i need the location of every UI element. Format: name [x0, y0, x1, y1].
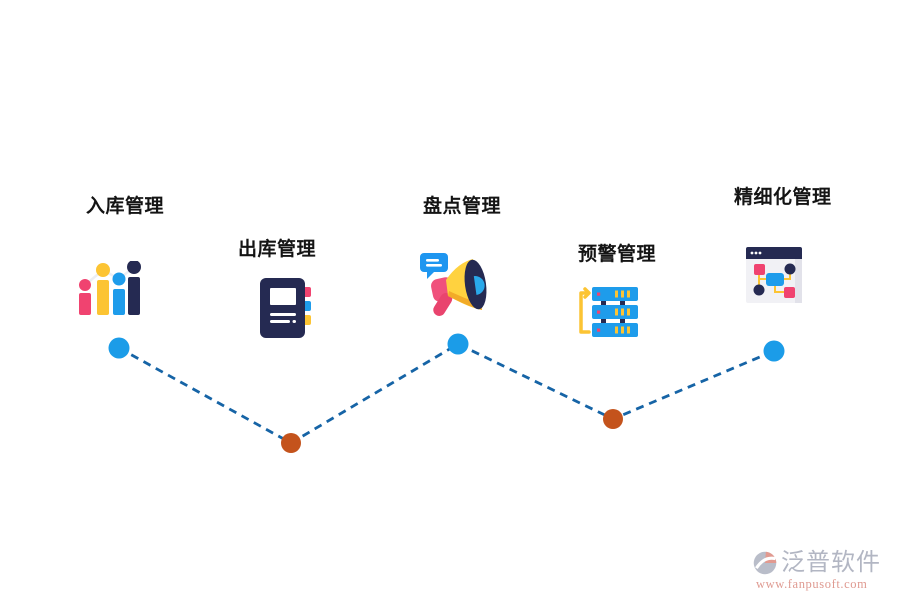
node-dot-5: [763, 340, 785, 362]
item-label-outbound: 出库管理: [238, 239, 317, 260]
dashed-connector-line: [118, 342, 775, 445]
bar-chart-icon: [79, 261, 141, 315]
watermark-url: www.fanpusoft.com: [756, 577, 868, 591]
item-label-inbound: 入库管理: [86, 196, 165, 217]
watermark-brand: 泛普软件: [781, 550, 881, 576]
flowchart-window-icon: [746, 247, 802, 303]
node-dot-4: [603, 409, 623, 429]
watermark: 泛普软件 www.fanpusoft.com: [752, 550, 892, 592]
item-label-refined: 精细化管理: [734, 187, 832, 208]
megaphone-icon: [420, 253, 487, 316]
notebook-icon: [260, 278, 311, 338]
item-label-stocktake: 盘点管理: [423, 196, 502, 217]
fanpu-logo-icon: [753, 551, 777, 575]
node-dot-2: [281, 433, 301, 453]
item-label-warning: 预警管理: [578, 244, 657, 265]
node-dot-1: [108, 337, 130, 359]
server-rack-icon: [579, 287, 638, 337]
node-dot-3: [447, 333, 469, 355]
